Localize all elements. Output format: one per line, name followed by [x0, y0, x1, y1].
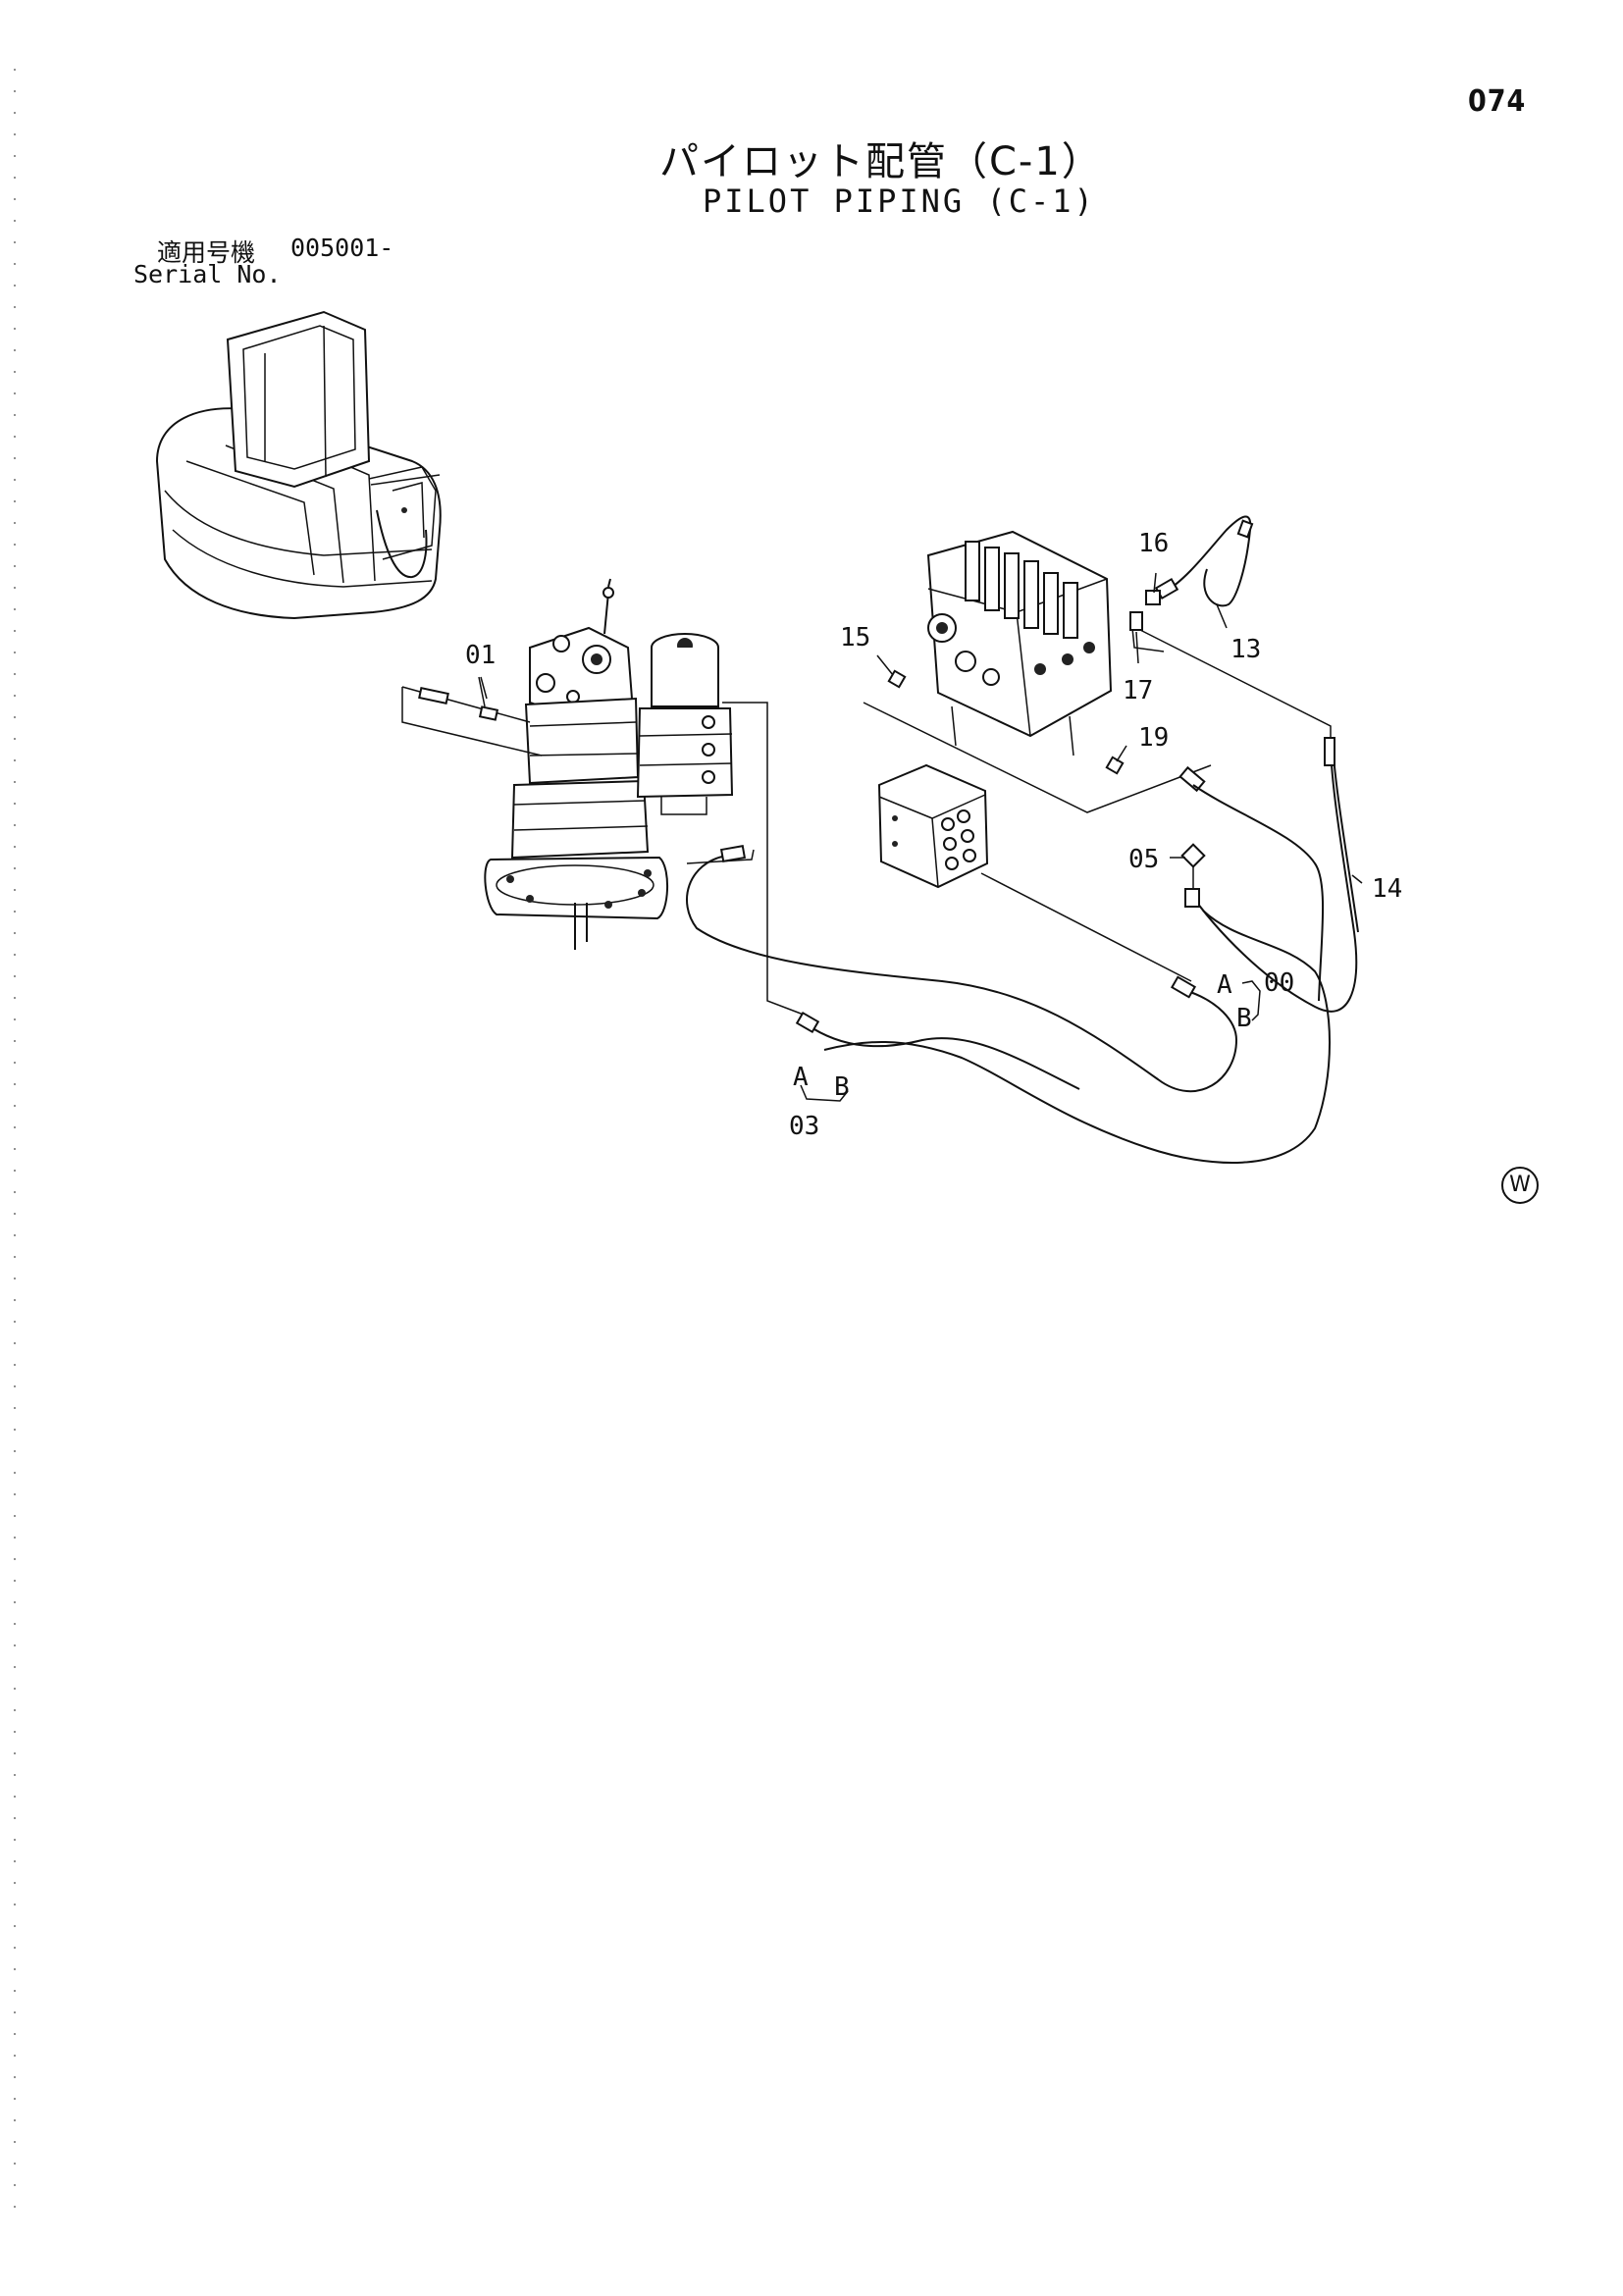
fitting-01-group — [401, 676, 543, 757]
reference-lines — [686, 627, 1332, 1018]
callout-13: 13 — [1230, 635, 1261, 664]
fitting-19 — [1105, 756, 1125, 775]
callout-00: 00 — [1264, 968, 1294, 998]
callout-00-a: A — [1217, 970, 1232, 1000]
pilot-valve-block-icon — [877, 763, 989, 889]
page-number: 074 — [1468, 84, 1527, 119]
callout-15: 15 — [840, 623, 870, 652]
callout-00-b: B — [1236, 1004, 1252, 1033]
excavator-upper-structure-icon — [155, 310, 442, 620]
page-title-jp: パイロット配管（C-1） — [659, 139, 1103, 184]
watermark-mark: W — [1501, 1167, 1539, 1204]
hose-00 — [686, 845, 1331, 1164]
callout-14: 14 — [1372, 874, 1402, 904]
callout-03-a: A — [793, 1063, 809, 1092]
hose-14 — [1178, 737, 1359, 1013]
callout-01: 01 — [465, 641, 496, 670]
fitting-17 — [1129, 611, 1143, 631]
fitting-05 — [1180, 843, 1206, 908]
serial-value: 005001- — [290, 234, 394, 262]
callout-leaders — [480, 572, 1363, 1102]
center-joint-icon — [636, 633, 734, 815]
page-title-en: PILOT PIPING (C-1) — [703, 183, 1096, 220]
callout-17: 17 — [1123, 676, 1153, 705]
swing-motor-icon — [484, 578, 669, 950]
callout-19: 19 — [1138, 723, 1169, 753]
callout-16: 16 — [1138, 529, 1169, 558]
serial-label-jp: 適用号機 — [157, 238, 256, 267]
callout-03-b: B — [834, 1072, 850, 1102]
hose-03 — [795, 1011, 1080, 1090]
fitting-16 — [1145, 590, 1161, 605]
hose-13 — [1154, 515, 1254, 607]
callout-03: 03 — [789, 1112, 819, 1141]
callout-05: 05 — [1128, 845, 1159, 874]
scan-edge-dots — [14, 59, 16, 2218]
control-valve-icon — [926, 530, 1113, 757]
serial-label-en: Serial No. — [133, 260, 282, 288]
